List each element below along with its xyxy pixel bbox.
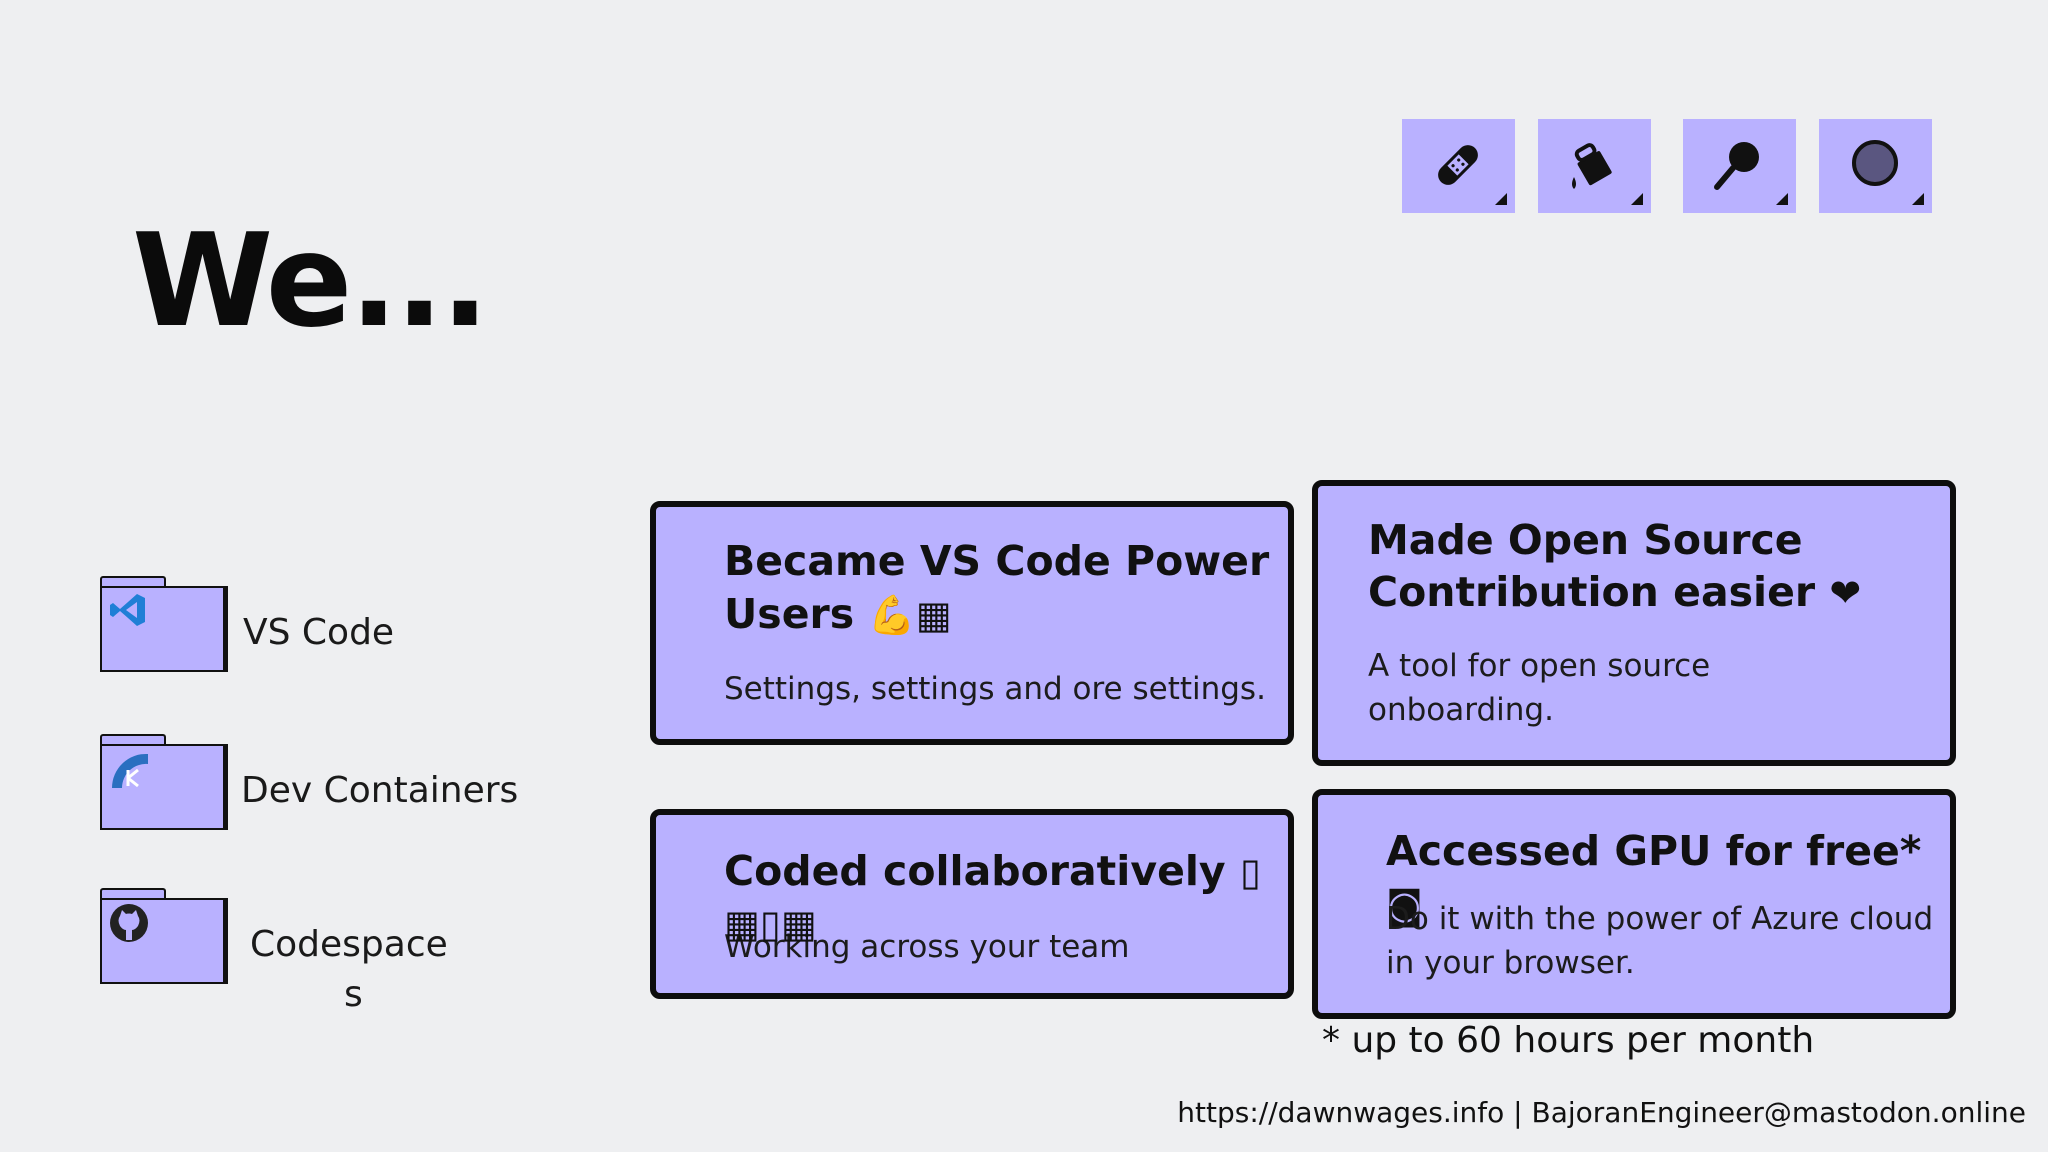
glyph-row: ▦▯▦ — [724, 897, 817, 951]
circle-icon — [1852, 140, 1898, 186]
dev-containers-logo-icon — [111, 753, 148, 788]
magnifier-icon — [1714, 142, 1759, 190]
card-gpu: Accessed GPU for free* ◙ Do it with the … — [1312, 789, 1956, 1019]
tool-bandage[interactable] — [1402, 119, 1515, 213]
bandage-icon — [1438, 145, 1478, 185]
card-title-line1: Became VS Code Power — [724, 537, 1270, 585]
card-title-line2: Contribution easier ❤ — [1368, 568, 1862, 616]
github-logo-icon — [110, 904, 148, 942]
folder-label-line2: s — [344, 974, 363, 1015]
slide-title: We... — [132, 207, 489, 356]
tool-magnifier[interactable] — [1683, 119, 1796, 213]
card-title-line2: Users 💪▦ — [724, 590, 952, 638]
missing-glyph-icon: ▦▯▦ — [724, 902, 817, 946]
card-title: Accessed GPU for free* ◙ — [1386, 827, 1922, 927]
flexed-biceps-emoji-icon: 💪▦ — [868, 593, 952, 637]
camera-emoji-icon: ◙ — [1386, 883, 1423, 927]
card-description-line1: A tool for open source — [1368, 648, 1711, 684]
heart-emoji-icon: ❤ — [1829, 571, 1862, 615]
card-collaborative: Coded collaboratively ▯ ▦▯▦ Working acro… — [650, 809, 1294, 999]
card-title-line1: Made Open Source — [1368, 516, 1803, 564]
card-description-line2: onboarding. — [1368, 692, 1554, 728]
card-power-users: Became VS Code Power Users 💪▦ Settings, … — [650, 501, 1294, 745]
vscode-logo-icon — [110, 594, 145, 626]
card-description-line2: in your browser. — [1386, 945, 1635, 981]
footer-links[interactable]: https://dawnwages.info | BajoranEngineer… — [1177, 1096, 2026, 1129]
folder-icon — [100, 888, 232, 988]
missing-glyph-icon: ▯ — [1239, 850, 1261, 894]
drawing-toolbar — [1402, 119, 1932, 215]
footnote: * up to 60 hours per month — [1322, 1020, 1815, 1061]
folder-label: Dev Containers — [241, 770, 519, 811]
folder-icon — [100, 576, 232, 676]
tool-paint-bucket[interactable] — [1538, 119, 1651, 213]
paint-bucket-icon — [1572, 143, 1612, 189]
card-description: Working across your team — [724, 929, 1130, 965]
card-description: Settings, settings and ore settings. — [724, 671, 1266, 707]
card-open-source: Made Open Source Contribution easier ❤ A… — [1312, 480, 1956, 766]
folder-label-line1: Codespace — [250, 924, 448, 965]
folder-label: VS Code — [243, 612, 395, 653]
card-title: Coded collaboratively ▯ — [724, 847, 1261, 895]
tool-circle[interactable] — [1819, 119, 1932, 213]
folder-icon — [100, 734, 232, 834]
card-description-line1: Do it with the power of Azure cloud — [1386, 901, 1934, 937]
